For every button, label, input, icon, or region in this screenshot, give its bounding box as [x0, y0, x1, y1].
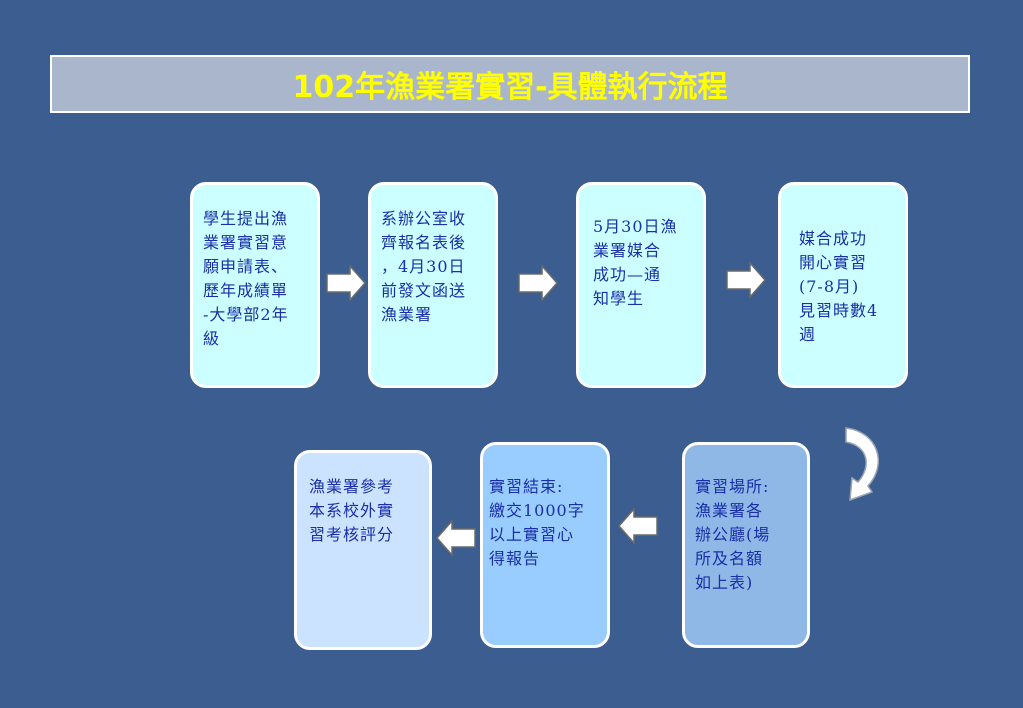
step-5-box: 實習場所: 漁業署各 辦公廳(場 所及名額 如上表): [682, 442, 810, 648]
page-title: 102年漁業署實習-具體執行流程: [292, 70, 728, 105]
arrow-right-icon: [326, 265, 366, 301]
arrow-left-icon: [618, 508, 658, 544]
step-6-box: 實習結束: 繳交1000字 以上實習心 得報告: [480, 442, 610, 648]
curved-arrow-icon: [845, 427, 879, 502]
step-3-box: 5月30日漁 業署媒合 成功—通 知學生: [576, 182, 706, 388]
arrow-left-icon: [436, 520, 476, 556]
step-2-box: 系辦公室收 齊報名表後 ，4月30日 前發文函送 漁業署: [368, 182, 498, 388]
step-4-box: 媒合成功 開心實習 (7-8月) 見習時數4 週: [778, 182, 908, 388]
arrow-right-icon: [726, 262, 766, 298]
arrow-right-icon: [518, 265, 558, 301]
step-1-box: 學生提出漁 業署實習意 願申請表、 歷年成績單 -大學部2年 級: [190, 182, 320, 388]
step-7-box: 漁業署參考 本系校外實 習考核評分: [294, 450, 432, 650]
title-bar: 102年漁業署實習-具體執行流程: [50, 55, 970, 113]
